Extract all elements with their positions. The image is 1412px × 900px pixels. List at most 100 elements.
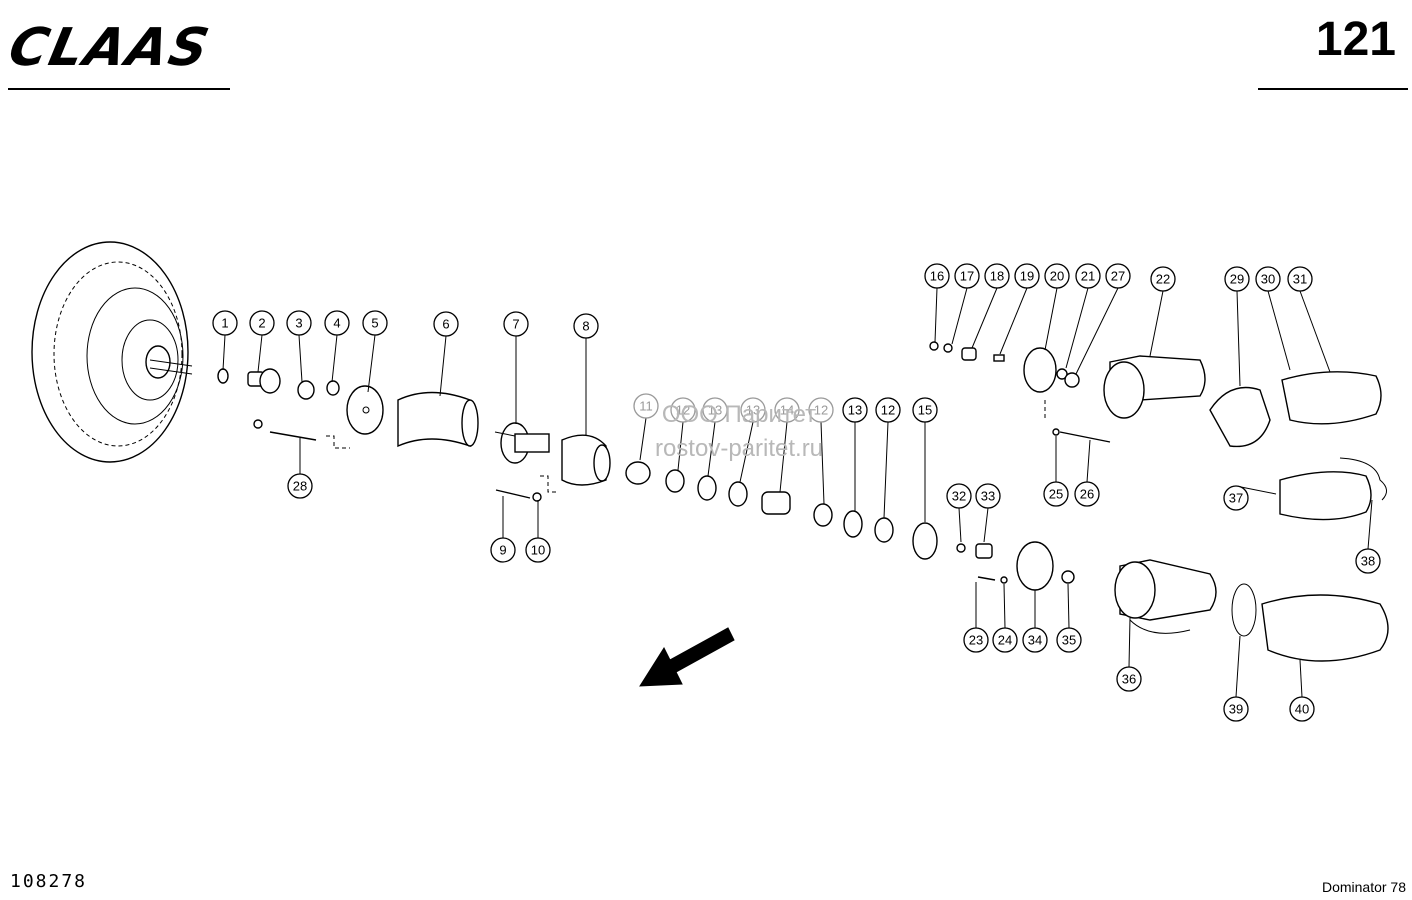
callout-circle xyxy=(1044,263,1070,289)
callout-19: 19 xyxy=(999,263,1040,355)
callout-leader xyxy=(331,334,338,383)
callout-16: 16 xyxy=(924,263,950,343)
callout-label: 36 xyxy=(1122,672,1136,687)
callout-32: 32 xyxy=(946,483,972,543)
callout-leader xyxy=(677,421,684,471)
callout-circle xyxy=(1014,263,1040,289)
callout-28: 28 xyxy=(287,438,313,499)
callout-leader xyxy=(1067,583,1070,629)
callout-39: 39 xyxy=(1223,635,1249,722)
callout-label: 13 xyxy=(708,403,722,418)
callout-37: 37 xyxy=(1223,485,1277,511)
callout-circle xyxy=(1105,263,1131,289)
callout-leader xyxy=(439,335,447,397)
callout-leader xyxy=(1044,287,1058,351)
callout-leader xyxy=(1075,287,1119,375)
callout-20: 20 xyxy=(1044,263,1070,351)
callout-label: 2 xyxy=(258,316,265,331)
callout-circle xyxy=(963,627,989,653)
callout-label: 8 xyxy=(582,319,589,334)
callout-circle xyxy=(1287,266,1313,292)
callout-label: 7 xyxy=(512,317,519,332)
callout-leader xyxy=(367,334,376,393)
callout-label: 6 xyxy=(442,317,449,332)
callout-circle xyxy=(1223,485,1249,511)
callout-label: 3 xyxy=(295,316,302,331)
callout-label: 39 xyxy=(1229,702,1243,717)
drawing-number: 108278 xyxy=(10,871,88,892)
callout-leader xyxy=(257,334,263,373)
callout-26: 26 xyxy=(1074,439,1100,507)
callout-9: 9 xyxy=(490,496,516,563)
callout-3: 3 xyxy=(286,310,312,383)
callout-6: 6 xyxy=(433,311,459,397)
drive-parts xyxy=(217,368,938,560)
callout-label: 21 xyxy=(1081,269,1095,284)
callout-circle xyxy=(490,537,516,563)
callout-leader xyxy=(298,334,303,383)
callout-label: 12 xyxy=(814,403,828,418)
callout-label: 20 xyxy=(1050,269,1064,284)
callout-leader xyxy=(1299,659,1303,698)
callout-25: 25 xyxy=(1043,436,1069,507)
callout-circle xyxy=(286,310,312,336)
callout-leader xyxy=(820,421,825,505)
callout-label: 11 xyxy=(639,399,653,414)
callout-23: 23 xyxy=(963,582,989,653)
callout-leader xyxy=(1086,439,1091,483)
callout-leader xyxy=(1003,583,1006,629)
callout-leader xyxy=(1267,290,1291,371)
callout-circle xyxy=(670,397,696,423)
callout-label: 38 xyxy=(1361,554,1375,569)
callout-22: 22 xyxy=(1149,266,1176,357)
callout-circle xyxy=(249,310,275,336)
callout-24: 24 xyxy=(992,583,1018,653)
callout-label: 4 xyxy=(333,316,340,331)
callout-label: 19 xyxy=(1020,269,1034,284)
callout-circle xyxy=(433,311,459,337)
callout-1: 1 xyxy=(212,310,238,371)
callout-label: 33 xyxy=(981,489,995,504)
callout-leader xyxy=(222,334,226,371)
callout-circle xyxy=(924,263,950,289)
callout-label: 9 xyxy=(499,543,506,558)
callout-label: 18 xyxy=(990,269,1004,284)
callout-36: 36 xyxy=(1116,617,1142,692)
header-rule-left xyxy=(8,88,230,90)
callout-leader xyxy=(639,417,647,461)
callout-label: 26 xyxy=(1080,487,1094,502)
callout-5: 5 xyxy=(362,310,388,393)
flywheel-drawing xyxy=(31,241,193,463)
callout-label: 5 xyxy=(371,316,378,331)
callout-leader xyxy=(1065,287,1089,369)
callout-circle xyxy=(1056,627,1082,653)
callout-circle xyxy=(1150,266,1176,292)
callout-circle xyxy=(1116,666,1142,692)
callout-circle xyxy=(842,397,868,423)
callout-label: 17 xyxy=(960,269,974,284)
callout-leader xyxy=(1367,499,1373,550)
callout-38: 38 xyxy=(1355,499,1381,574)
callout-label: 35 xyxy=(1062,633,1076,648)
callout-7: 7 xyxy=(503,311,529,424)
callout-label: 23 xyxy=(969,633,983,648)
callout-circle xyxy=(633,393,659,419)
callout-leader xyxy=(1299,290,1331,373)
page-number: 121 xyxy=(1315,13,1396,66)
callout-circle xyxy=(525,537,551,563)
callout-leader xyxy=(1235,635,1241,698)
callout-label: 32 xyxy=(952,489,966,504)
callout-leader xyxy=(951,287,968,345)
callout-label: 12 xyxy=(881,403,895,418)
callout-leader xyxy=(1128,617,1131,668)
callout-leader xyxy=(779,421,788,493)
callout-circle xyxy=(1043,481,1069,507)
model-name: Dominator 78 xyxy=(1321,879,1406,895)
callout-label: 1 xyxy=(221,316,228,331)
callout-15: 15 xyxy=(912,397,938,522)
callout-circle xyxy=(1074,481,1100,507)
callout-circle xyxy=(992,627,1018,653)
callout-35: 35 xyxy=(1056,583,1082,653)
